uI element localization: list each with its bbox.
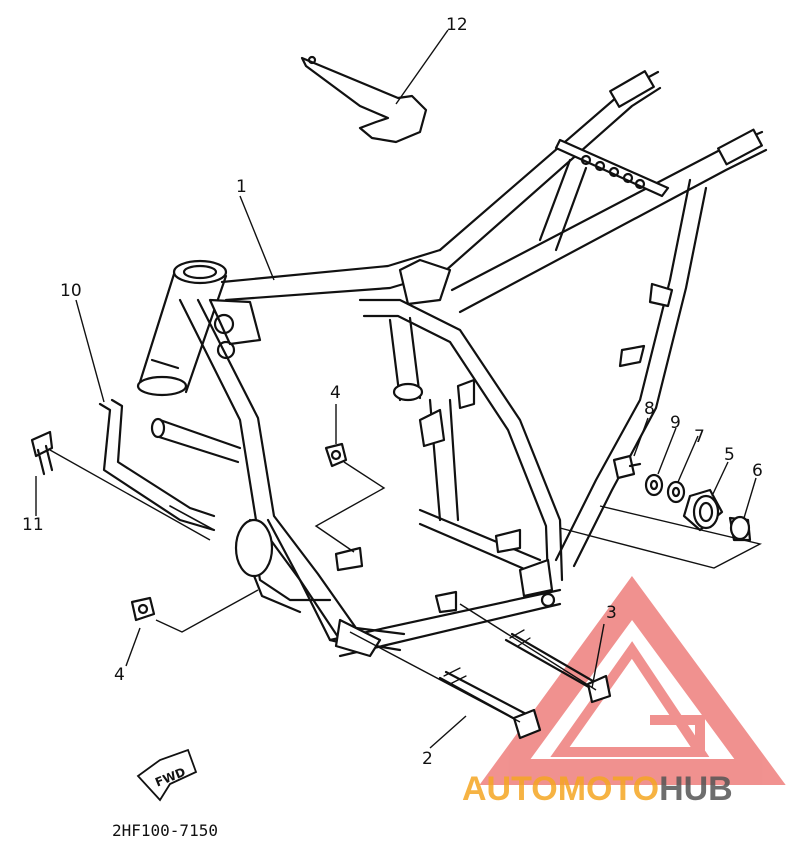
callout-4-lower: 4 <box>114 665 125 685</box>
callout-5: 5 <box>724 445 735 465</box>
svg-text:AUTOMOTOHUB: AUTOMOTOHUB <box>462 770 733 808</box>
callout-2: 2 <box>422 749 433 769</box>
part-code: 2HF100-7150 <box>112 821 218 840</box>
motorcycle-frame <box>30 55 768 740</box>
watermark-logo <box>479 576 786 785</box>
callout-1: 1 <box>236 177 247 197</box>
callout-8: 8 <box>644 399 655 419</box>
callout-3: 3 <box>606 603 617 623</box>
callout-10: 10 <box>60 281 82 301</box>
watermark-text: AUTOMOTOHUB <box>462 770 733 808</box>
watermark-part1: AUTOMOTO <box>462 770 659 808</box>
callout-7: 7 <box>694 427 705 447</box>
callout-4-upper: 4 <box>330 383 341 403</box>
fwd-arrow: FWD <box>136 748 198 802</box>
watermark-part2: HUB <box>659 770 733 808</box>
leader-lines <box>35 29 762 749</box>
callout-11: 11 <box>22 515 44 535</box>
callout-9: 9 <box>670 413 681 433</box>
callout-6: 6 <box>752 461 763 481</box>
callout-labels: 1 2 3 4 4 5 6 7 8 9 10 11 12 <box>22 15 763 769</box>
callout-12: 12 <box>446 15 468 35</box>
